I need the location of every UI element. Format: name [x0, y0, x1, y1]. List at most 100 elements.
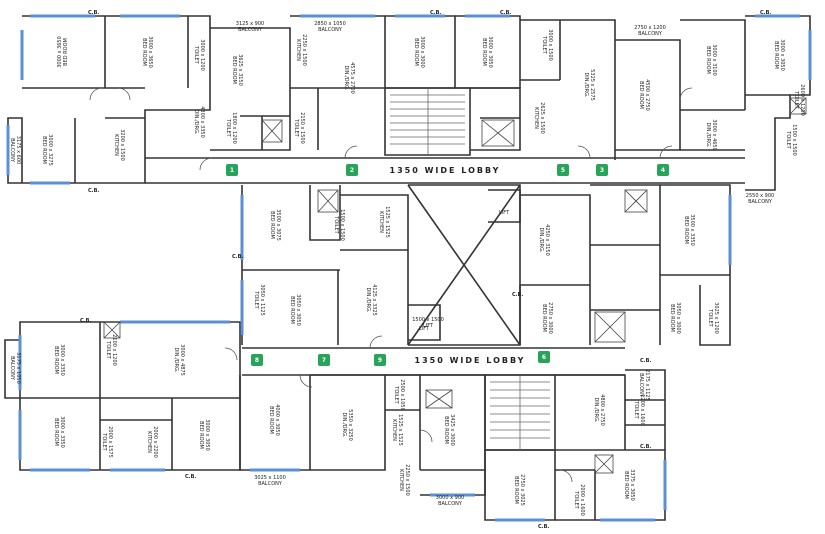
room-dimension: 2500 x 1050	[399, 379, 405, 411]
room-dimension: 2750 x 3025	[519, 474, 525, 506]
room-name: TOILET	[573, 490, 579, 509]
room-dimension: 3000 x 4875	[179, 344, 185, 376]
room-name: BALCONY	[748, 199, 773, 205]
room-dimension: 2625 x 1500	[539, 102, 545, 134]
room-name: BED ROOM	[413, 38, 419, 66]
room-dimension: 5325 x 2575	[589, 69, 595, 101]
room-name: DIN./DRG.	[705, 122, 711, 148]
room-dimension: 2850 x 1050	[314, 21, 346, 27]
room-dimension: 3000 x 3650	[57, 36, 63, 68]
flat-tag-badge	[226, 164, 238, 176]
room-dimension: 4125 x 3325	[371, 284, 377, 316]
room-dimension: 3025 x 1200	[713, 302, 719, 334]
room-dimension: 3000 x 3050	[204, 419, 210, 451]
flat-tag-number: 2	[350, 167, 354, 174]
room-name: BED ROOM	[198, 421, 204, 449]
cb-label: C.B.	[640, 444, 651, 450]
room-dimension: 1500 x 1500	[791, 124, 797, 156]
room-name: DIN./DRG.	[193, 109, 199, 135]
room-dimension: 3000 x 900	[436, 495, 464, 501]
room-dimension: 2000 x 1600	[579, 484, 585, 516]
flat-tag-badge	[374, 354, 386, 366]
room-name: DIN./DRG.	[173, 347, 179, 373]
room-dimension: 2000 x 2200	[152, 426, 158, 458]
flat-number-tag: 7	[318, 354, 330, 366]
room-name: BALCONY	[638, 31, 663, 37]
cb-label: C.B.	[80, 318, 91, 324]
room-name: BALCONY	[238, 27, 263, 33]
room-dimension: 5350 x 3250	[347, 409, 353, 441]
lobby-label-upper: 1350 WIDE LOBBY	[390, 166, 501, 175]
cb-label: C.B.	[512, 292, 523, 298]
flat-tag-badge	[596, 164, 608, 176]
room-dimension: 3175 x 1050	[15, 352, 21, 384]
room-name: TOILET	[105, 340, 111, 359]
room-dimension: 3000 x 3275	[47, 134, 53, 166]
room-dimension: 1800 x 1200	[231, 112, 237, 144]
flat-tag-number: 9	[378, 357, 382, 364]
room-name: BED ROOM	[541, 304, 547, 332]
cb-label: C.B.	[500, 10, 511, 16]
room-name: KITCHEN	[113, 134, 119, 156]
room-name: BED ROOM	[683, 216, 689, 244]
room-name: BALCONY	[638, 373, 644, 398]
walls	[4, 15, 811, 521]
room-name: BED ROOM	[53, 346, 59, 374]
room-dimension: 2250 x 1500	[404, 464, 410, 496]
room-dimension: 2175 x 1125	[644, 369, 650, 401]
room-name: BALCONY	[258, 481, 283, 487]
room-name: KITCHEN	[533, 107, 539, 129]
room-dimension: 2150 x 1500	[299, 112, 305, 144]
room-name: KITCHEN	[398, 469, 404, 491]
room-name: TOILET	[633, 400, 639, 419]
flat-number-tag: 4	[657, 164, 669, 176]
room-name: TOILET	[333, 215, 339, 234]
room-dimension: 4300 x 3350	[199, 106, 205, 138]
room-name: TOILET	[541, 35, 547, 54]
room-dimension: 1500 x 1500	[339, 209, 345, 241]
room-name: BALCONY	[9, 356, 15, 381]
room-name: TOILET	[293, 118, 299, 137]
lobby-label-lower: 1350 WIDE LOBBY	[415, 356, 526, 365]
flat-tag-badge	[251, 354, 263, 366]
flat-tag-number: 6	[542, 354, 546, 361]
flat-tag-number: 7	[322, 357, 326, 364]
room-name: KITCHEN	[295, 39, 301, 61]
flat-number-tag: 2	[346, 164, 358, 176]
windows	[6, 14, 812, 522]
room-name: KITCHEN	[146, 431, 152, 453]
room-dimension: 1525 x 1525	[384, 206, 390, 238]
room-name: BED ROOM	[141, 38, 147, 66]
lift-label: LIFT	[499, 210, 510, 216]
room-dimension: 3050 x 1125	[259, 284, 265, 316]
room-dimension: 4000 x 3050	[274, 404, 280, 436]
flat-tag-badge	[318, 354, 330, 366]
